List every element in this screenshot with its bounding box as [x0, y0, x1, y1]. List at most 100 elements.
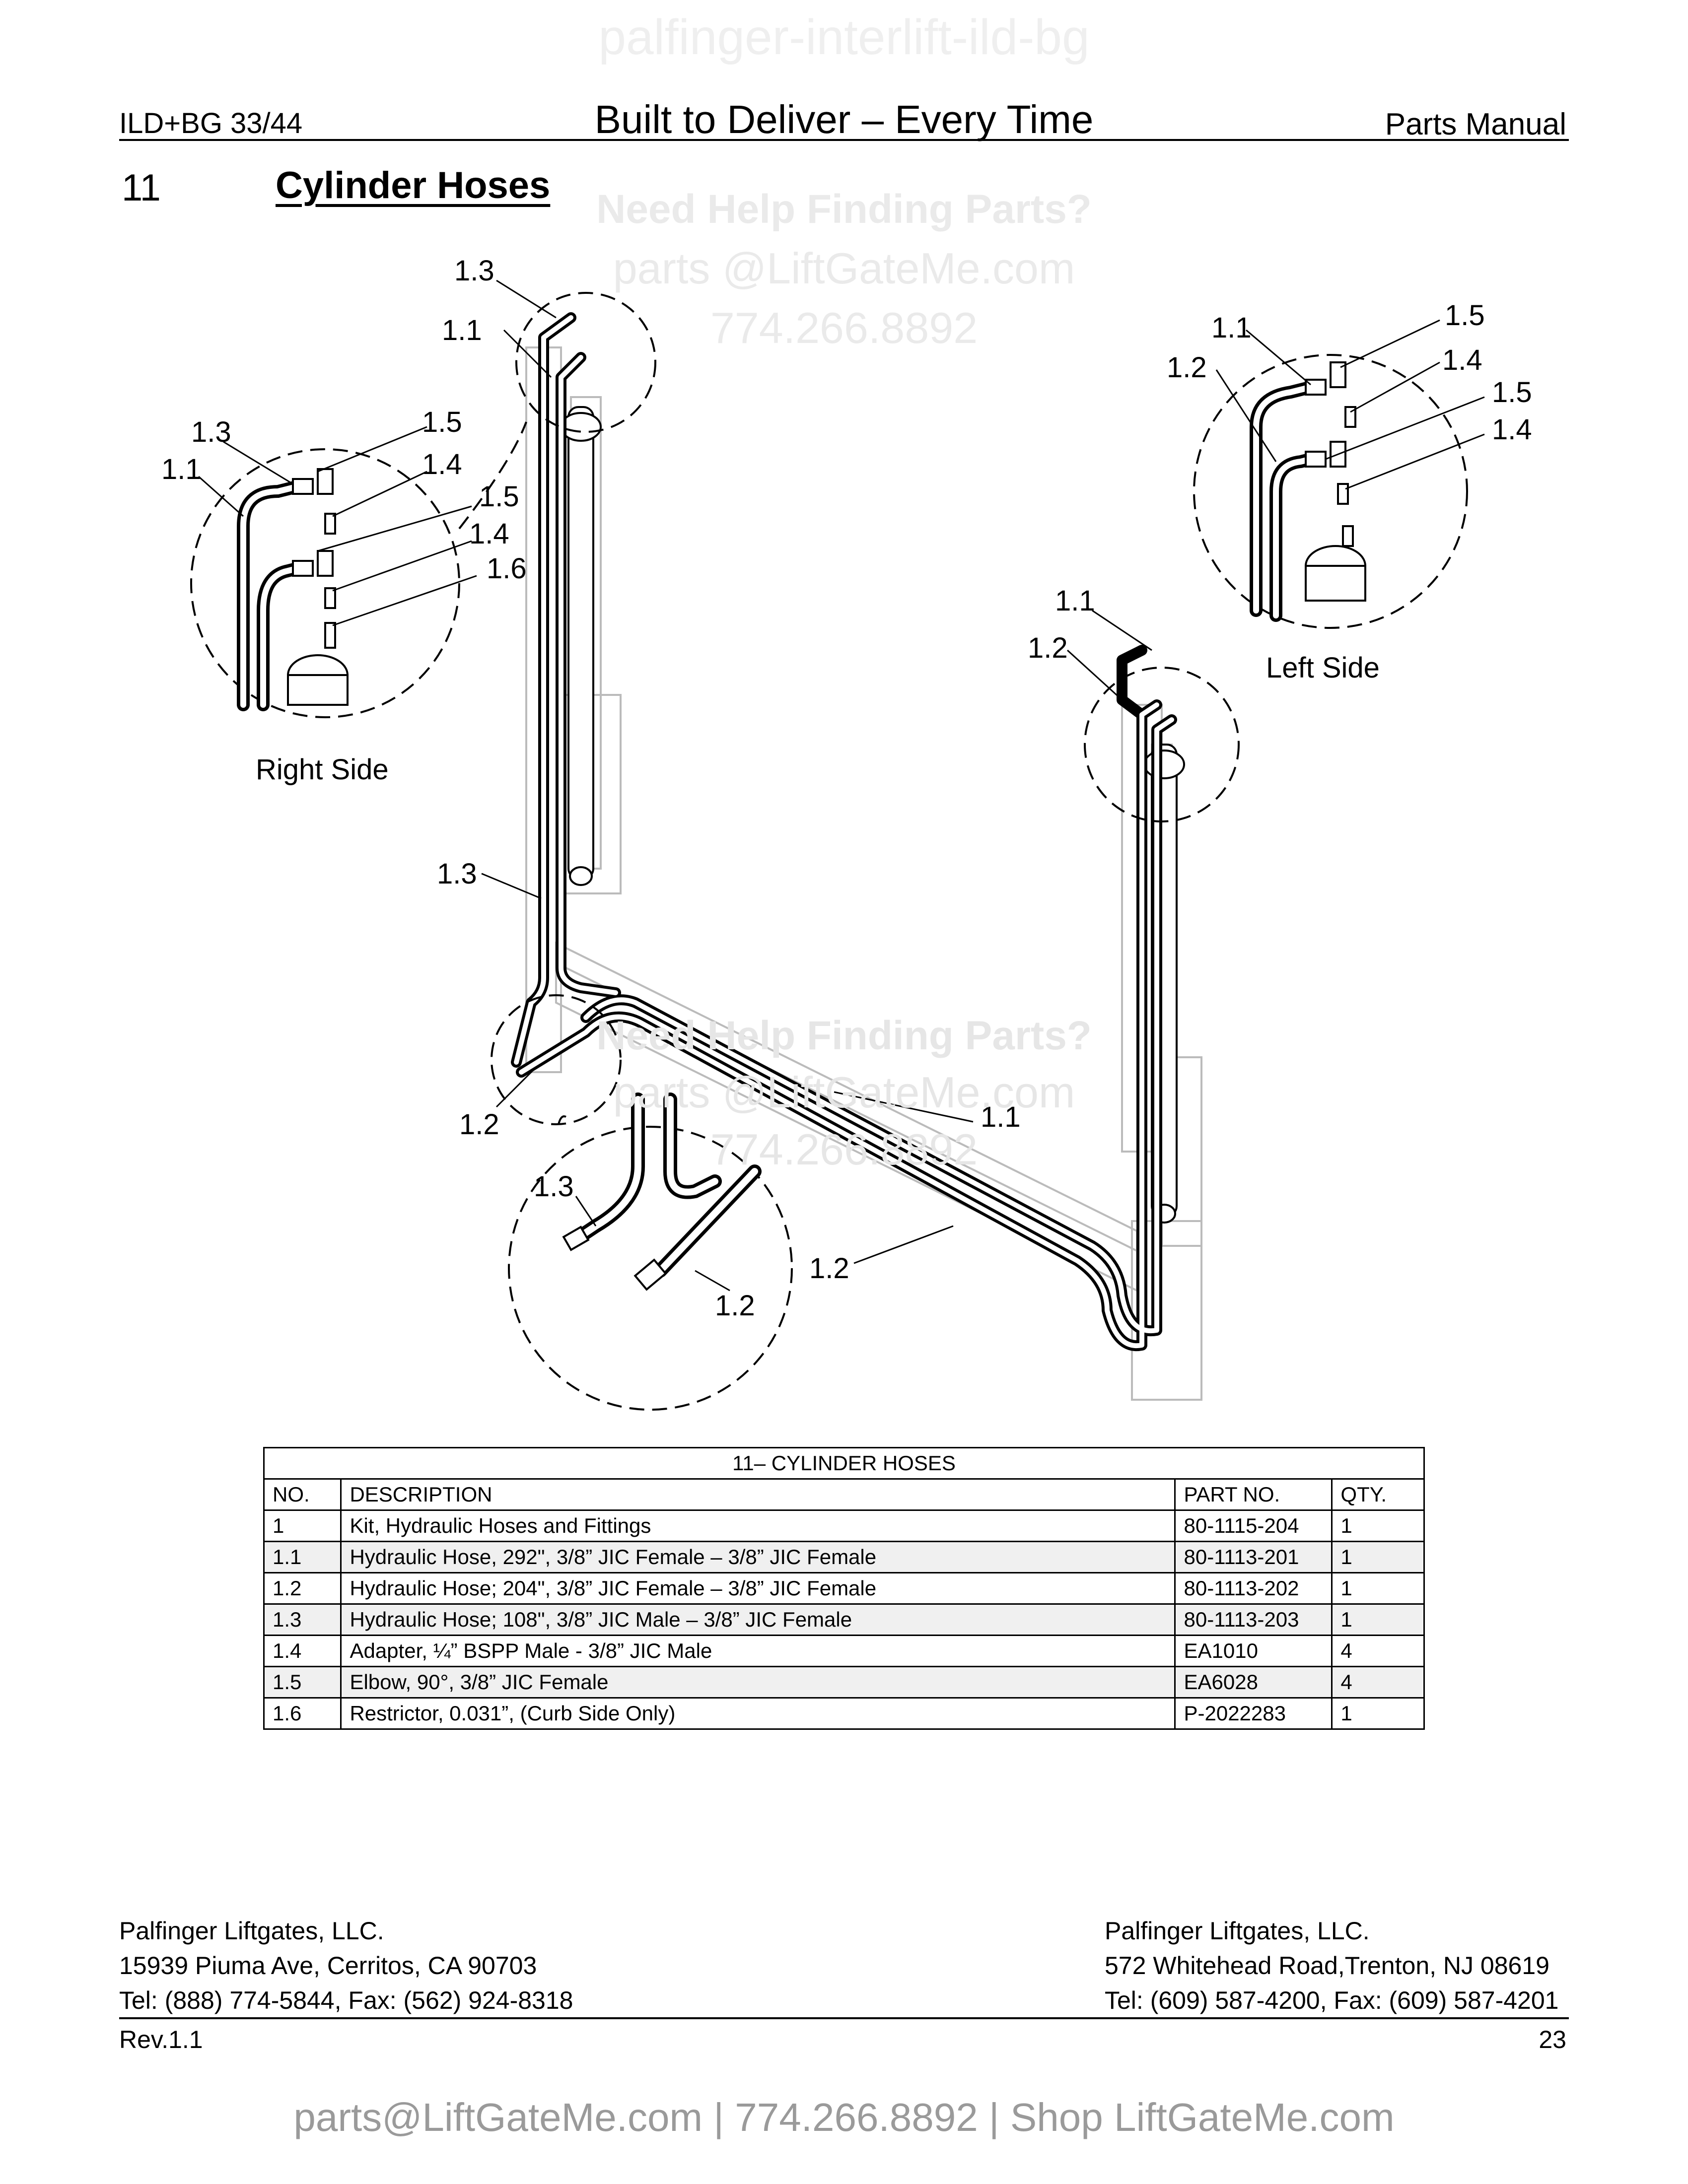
left-side-fittings [1305, 361, 1366, 602]
parts-table: 11– CYLINDER HOSES NO. DESCRIPTION PART … [263, 1447, 1425, 1730]
cell-description: Elbow, 90°, 3/8” JIC Female [340, 1666, 1176, 1699]
cell-qty: 1 [1331, 1572, 1425, 1605]
cell-description: Hydraulic Hose, 292", 3/8” JIC Female – … [340, 1541, 1176, 1573]
table-row: 1.5 Elbow, 90°, 3/8” JIC Female EA6028 4 [263, 1666, 1425, 1699]
cell-qty: 4 [1331, 1635, 1425, 1667]
label-left-side: Left Side [1266, 652, 1380, 684]
callout-1-2-bottom-right: 1.2 [809, 1252, 849, 1285]
cell-part-no: EA1010 [1174, 1635, 1333, 1667]
callouts: 1.3 1.1 1.3 1.1 1.5 1.4 1.5 1.4 1.6 Righ… [161, 255, 1532, 1322]
callout-1-4-left-b: 1.4 [1492, 413, 1532, 446]
watermark-email-2: parts @LiftGateMe.com [613, 1068, 1075, 1117]
callout-1-3-right: 1.3 [191, 416, 231, 448]
table-row: 1.6 Restrictor, 0.031”, (Curb Side Only)… [263, 1697, 1425, 1730]
bottom-contact-banner: parts@LiftGateMe.com | 774.266.8892 | Sh… [293, 2095, 1395, 2139]
callout-1-4-left-a: 1.4 [1442, 344, 1482, 376]
callout-1-4-right-a: 1.4 [422, 448, 462, 480]
cell-no: 1.2 [263, 1572, 342, 1605]
bottom-detail-fittings [562, 1226, 667, 1291]
cell-description: Adapter, ¼” BSPP Male - 3/8” JIC Male [340, 1635, 1176, 1667]
callout-1-5-left-b: 1.5 [1492, 376, 1532, 409]
watermark-email: parts @LiftGateMe.com [613, 244, 1075, 293]
callout-1-6-right: 1.6 [487, 552, 527, 585]
callout-1-2-left: 1.2 [1167, 351, 1207, 384]
cell-description: Kit, Hydraulic Hoses and Fittings [340, 1509, 1176, 1542]
footer-phone: Tel: (888) 774-5844, Fax: (562) 924-8318 [119, 1986, 573, 2014]
bottom-detail-hoses [574, 1092, 762, 1278]
callout-1-2-lower: 1.2 [459, 1108, 499, 1141]
cell-no: 1.4 [263, 1635, 342, 1667]
callout-1-3-mid: 1.3 [437, 858, 477, 890]
cell-part-no: P-2022283 [1174, 1697, 1333, 1730]
footer-street: 15939 Piuma Ave, Cerritos, CA 90703 [119, 1952, 537, 1979]
footer-phone: Tel: (609) 587-4200, Fax: (609) 587-4201 [1105, 1986, 1559, 2014]
footer-company: Palfinger Liftgates, LLC. [1105, 1917, 1370, 1945]
table-row: 1.3 Hydraulic Hose; 108", 3/8” JIC Male … [263, 1603, 1425, 1636]
col-header-no: NO. [263, 1478, 342, 1511]
table-row: 1.4 Adapter, ¼” BSPP Male - 3/8” JIC Mal… [263, 1635, 1425, 1667]
cell-part-no: 80-1113-202 [1174, 1572, 1333, 1605]
callout-1-1-mid: 1.1 [1055, 585, 1095, 617]
cell-no: 1.6 [263, 1697, 342, 1730]
watermark-help-title: Need Help Finding Parts? [596, 187, 1092, 232]
detail-circles [190, 292, 1468, 1411]
liftgate-frame [525, 346, 1202, 1401]
leader-lines [198, 279, 1485, 1292]
callout-1-3-bottom: 1.3 [534, 1170, 574, 1203]
callout-1-5-right-b: 1.5 [479, 480, 519, 513]
cell-part-no: EA6028 [1174, 1666, 1333, 1699]
section-title: Cylinder Hoses [276, 164, 551, 206]
callout-1-5-left-a: 1.5 [1445, 299, 1485, 332]
callout-1-1-lower: 1.1 [981, 1101, 1021, 1133]
table-row: 1.2 Hydraulic Hose; 204", 3/8” JIC Femal… [263, 1572, 1425, 1605]
footer-address-west: Palfinger Liftgates, LLC. 15939 Piuma Av… [119, 1913, 573, 2018]
col-header-qty: QTY. [1331, 1478, 1425, 1511]
revision: Rev.1.1 [119, 2026, 203, 2053]
footer-company: Palfinger Liftgates, LLC. [119, 1917, 384, 1945]
watermark-phone-2: 774.266.8892 [710, 1125, 978, 1174]
footer-address-east: Palfinger Liftgates, LLC. 572 Whitehead … [1105, 1913, 1558, 2018]
callout-1-4-right-b: 1.4 [469, 518, 509, 550]
cell-part-no: 80-1113-201 [1174, 1541, 1333, 1573]
cylinder-hoses-diagram: 1.3 1.1 1.3 1.1 1.5 1.4 1.5 1.4 1.6 Righ… [161, 255, 1532, 1411]
col-header-part-no: PART NO. [1174, 1478, 1333, 1511]
cell-qty: 1 [1331, 1603, 1425, 1636]
callout-1-5-right-a: 1.5 [422, 406, 462, 438]
top-watermark: palfinger-interlift-ild-bg [598, 9, 1090, 65]
table-row: 1.1 Hydraulic Hose, 292", 3/8” JIC Femal… [263, 1541, 1425, 1573]
cell-qty: 4 [1331, 1666, 1425, 1699]
footer-rule [119, 2017, 1569, 2019]
cell-description: Hydraulic Hose; 204", 3/8” JIC Female – … [340, 1572, 1176, 1605]
cell-no: 1.3 [263, 1603, 342, 1636]
cell-part-no: 80-1113-203 [1174, 1603, 1333, 1636]
cell-qty: 1 [1331, 1509, 1425, 1542]
header-model: ILD+BG 33/44 [119, 107, 303, 139]
cell-no: 1 [263, 1509, 342, 1542]
callout-1-2-bottom: 1.2 [715, 1290, 755, 1322]
page-number: 23 [1539, 2026, 1566, 2053]
callout-1-1-top: 1.1 [442, 314, 482, 346]
cell-no: 1.5 [263, 1666, 342, 1699]
header-rule [119, 139, 1569, 141]
cell-no: 1.1 [263, 1541, 342, 1573]
cell-description: Restrictor, 0.031”, (Curb Side Only) [340, 1697, 1176, 1730]
table-header-row: NO. DESCRIPTION PART NO. QTY. [263, 1478, 1425, 1511]
cell-description: Hydraulic Hose; 108", 3/8” JIC Male – 3/… [340, 1603, 1176, 1636]
label-right-side: Right Side [256, 753, 389, 786]
callout-1-1-left: 1.1 [1211, 312, 1252, 344]
callout-1-3-top: 1.3 [454, 255, 494, 287]
col-header-description: DESCRIPTION [340, 1478, 1176, 1511]
cell-qty: 1 [1331, 1541, 1425, 1573]
footer-street: 572 Whitehead Road,Trenton, NJ 08619 [1105, 1952, 1549, 1979]
header-slogan: Built to Deliver – Every Time [594, 97, 1094, 141]
watermark-help-title-2: Need Help Finding Parts? [596, 1013, 1092, 1058]
table-caption: 11– CYLINDER HOSES [263, 1447, 1425, 1480]
table-row: 1 Kit, Hydraulic Hoses and Fittings 80-1… [263, 1509, 1425, 1542]
watermark-phone: 774.266.8892 [710, 303, 978, 352]
hose-routing [511, 312, 1177, 1352]
right-side-fittings [287, 468, 349, 706]
header-manual-type: Parts Manual [1385, 107, 1566, 141]
table-caption-row: 11– CYLINDER HOSES [263, 1447, 1425, 1480]
right-side-detail-hoses [237, 480, 304, 711]
cell-part-no: 80-1115-204 [1174, 1509, 1333, 1542]
